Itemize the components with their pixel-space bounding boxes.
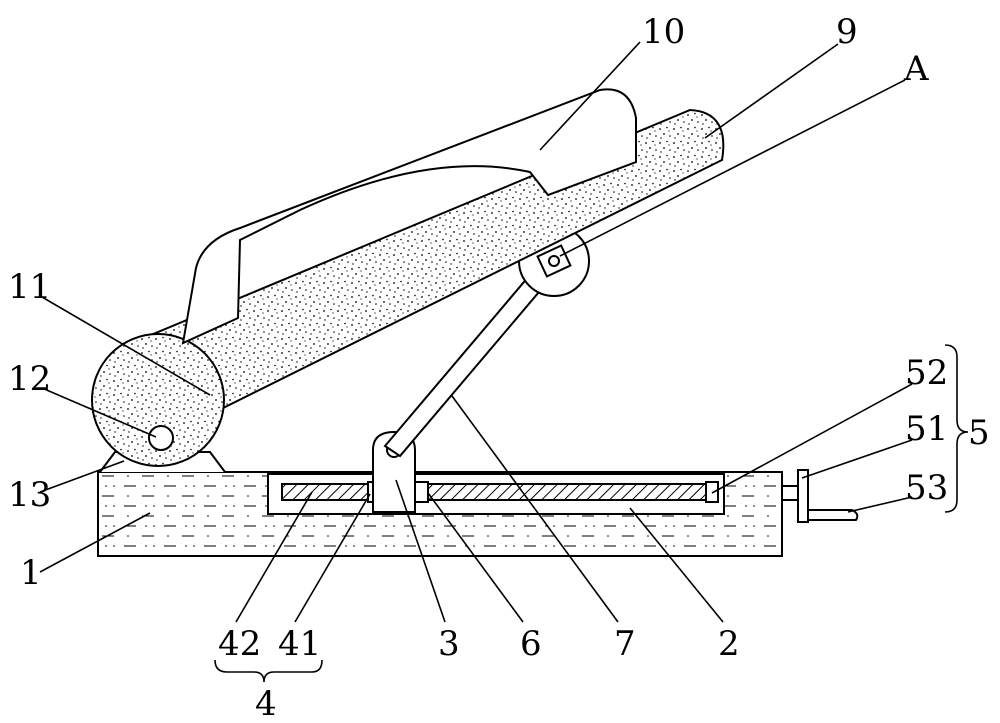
label-2: 2 (718, 624, 740, 664)
leader-A (559, 79, 906, 257)
leader-13 (39, 460, 125, 493)
leader-51 (801, 439, 913, 479)
leader-52 (711, 383, 913, 494)
brace-5 (944, 344, 969, 513)
label-42: 42 (218, 624, 261, 664)
label-9: 9 (836, 12, 858, 52)
label-52: 52 (905, 353, 948, 393)
roller-axle (148, 425, 174, 451)
leader-42 (235, 491, 313, 623)
label-41: 41 (278, 624, 321, 664)
leader-6 (427, 492, 524, 623)
label-11: 11 (8, 267, 51, 307)
label-53: 53 (905, 468, 948, 508)
lead-screw (281, 483, 707, 501)
label-4: 4 (255, 684, 277, 723)
leader-41 (294, 493, 371, 623)
label-5: 5 (968, 413, 990, 453)
label-13: 13 (8, 475, 51, 515)
screw-end-bearing (705, 481, 719, 503)
crank-shaft (781, 485, 799, 501)
label-A: A (903, 49, 929, 89)
label-12: 12 (8, 359, 51, 399)
crank-disc (797, 469, 809, 523)
grip-handle (181, 88, 637, 345)
label-51: 51 (905, 409, 948, 449)
leader-3 (395, 479, 446, 623)
leader-9 (704, 43, 839, 139)
leader-2 (629, 507, 724, 623)
leader-11 (41, 296, 211, 396)
leader-1 (39, 512, 151, 573)
brace-4 (214, 659, 323, 683)
label-10: 10 (642, 12, 685, 52)
label-1: 1 (20, 553, 42, 593)
leader-7 (451, 395, 619, 623)
label-6: 6 (520, 624, 542, 664)
leader-53 (847, 496, 913, 513)
lower-roller (91, 333, 225, 467)
leader-12 (41, 387, 157, 438)
upper-pivot-pin (548, 255, 560, 267)
label-7: 7 (614, 624, 636, 664)
leader-10 (539, 41, 641, 151)
label-3: 3 (438, 624, 460, 664)
